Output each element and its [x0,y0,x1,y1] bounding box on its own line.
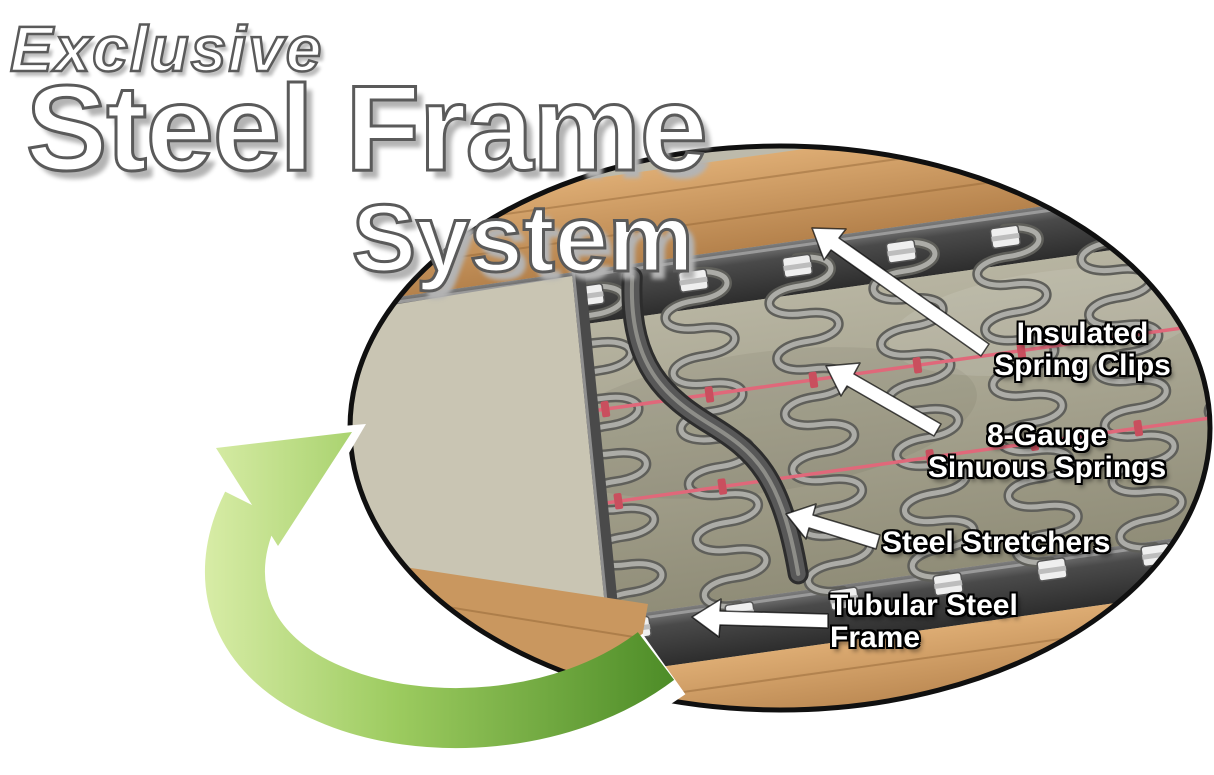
label-line: 8-Gauge [986,419,1108,452]
spring-clip [885,238,918,264]
label-line: Sinuous Springs [927,450,1167,484]
arrow-to-steel-stretcher [785,503,881,550]
label-steel-stretchers: Steel Stretchers [882,527,1192,559]
title-exclusive: Exclusive [9,12,324,87]
arrow-to-sinuous-springs [825,362,942,437]
title-system: System [351,184,696,294]
spring-clip [781,253,814,279]
label-line: Insulated [1016,317,1149,350]
label-line: Tubular Steel [830,589,1018,622]
green-arrow-band [204,491,675,748]
steel-stretcher [621,266,809,585]
label-line: Frame [830,620,921,654]
label-line: Steel Stretchers [882,526,1111,559]
label-tubular-steel-frame: Tubular Steel Frame [830,590,1100,653]
title-steel-frame: Steel Frame [25,59,710,198]
arrow-to-spring-clip [811,227,990,357]
green-arrow-head [216,432,352,546]
label-line: Spring Clips [994,348,1171,382]
spring-clip [1036,556,1069,583]
frame-left-rail-highlight [571,267,613,653]
label-8-gauge-sinuous-springs: 8-Gauge Sinuous Springs [918,420,1176,483]
green-swoosh-arrow [193,424,686,761]
photo-oval [350,146,1210,710]
frame-left-rail [571,267,623,653]
label-insulated-spring-clips: Insulated Spring Clips [975,318,1190,381]
arrow-to-tubular-frame [691,598,829,638]
spring-clip [989,224,1022,250]
wood-plank-top [350,146,1210,320]
